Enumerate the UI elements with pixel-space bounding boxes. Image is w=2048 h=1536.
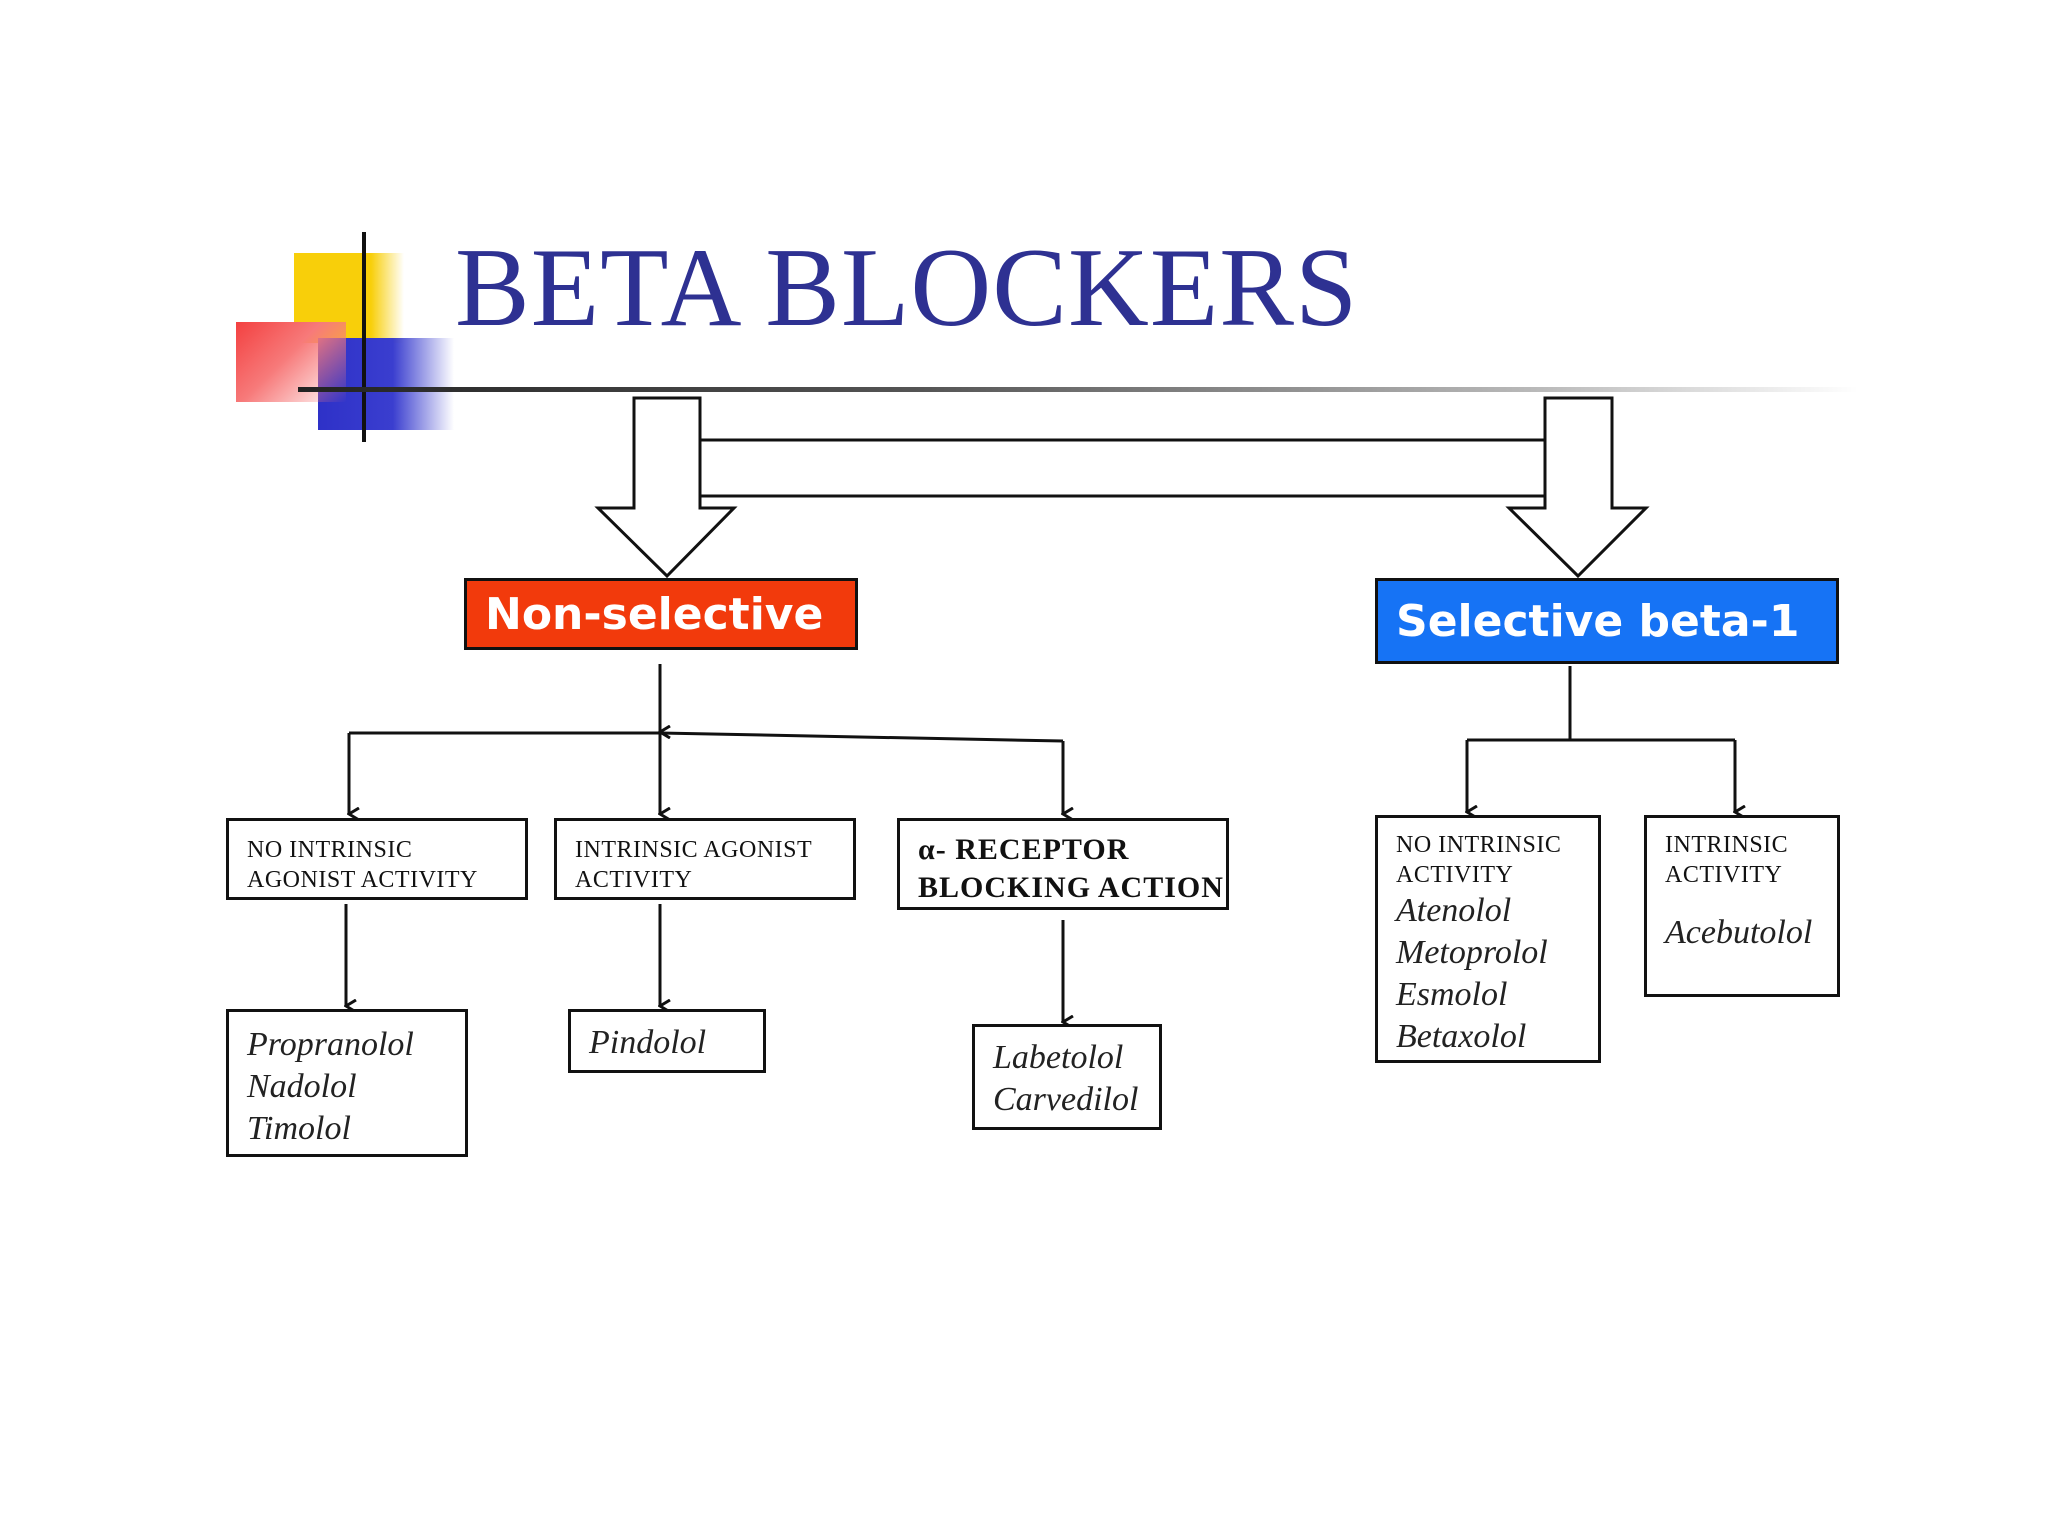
block-arrow-left bbox=[594, 396, 738, 579]
header-line: ACTIVITY bbox=[1396, 862, 1514, 888]
header-line: BLOCKING ACTION bbox=[918, 871, 1224, 904]
drug-name: Pindolol bbox=[589, 1024, 707, 1061]
header-line: AGONIST ACTIVITY bbox=[247, 867, 478, 893]
drug-name: Labetolol bbox=[993, 1039, 1124, 1076]
drug-name: Propranolol bbox=[247, 1026, 414, 1063]
drug-name: Carvedilol bbox=[993, 1081, 1139, 1118]
decor-vertical-line bbox=[362, 232, 366, 442]
drug-name: Esmolol bbox=[1396, 976, 1508, 1013]
ns-group-intrinsic-header: INTRINSIC AGONIST ACTIVITY bbox=[554, 818, 856, 900]
header-line: α- RECEPTOR bbox=[918, 833, 1130, 866]
header-line: INTRINSIC AGONIST bbox=[575, 837, 813, 863]
ns-group-no-intrinsic-header: NO INTRINSIC AGONIST ACTIVITY bbox=[226, 818, 528, 900]
sel-group-intrinsic: INTRINSIC ACTIVITY Acebutolol bbox=[1644, 815, 1840, 997]
title-underline bbox=[298, 387, 1858, 392]
slide-title: BETA BLOCKERS bbox=[455, 226, 1359, 350]
drug-name: Acebutolol bbox=[1665, 914, 1813, 951]
ns-group-alpha-header: α- RECEPTOR BLOCKING ACTION bbox=[897, 818, 1229, 910]
header-line: NO INTRINSIC bbox=[247, 837, 413, 863]
header-line: ACTIVITY bbox=[1665, 862, 1783, 888]
header-line: ACTIVITY bbox=[575, 867, 693, 893]
header-line: NO INTRINSIC bbox=[1396, 832, 1562, 858]
drug-name: Betaxolol bbox=[1396, 1018, 1527, 1055]
drug-name: Atenolol bbox=[1396, 892, 1512, 929]
ns-branch-bar bbox=[349, 731, 1064, 743]
drug-name: Timolol bbox=[247, 1110, 351, 1147]
header-line: INTRINSIC bbox=[1665, 832, 1789, 858]
ns-drugs-alpha: Labetolol Carvedilol bbox=[972, 1024, 1162, 1130]
drug-name: Nadolol bbox=[247, 1068, 357, 1105]
category-non-selective: Non-selective bbox=[464, 578, 858, 650]
ns-drugs-intrinsic: Pindolol bbox=[568, 1009, 766, 1073]
category-selective-beta1: Selective beta-1 bbox=[1375, 578, 1839, 664]
drug-name: Metoprolol bbox=[1396, 934, 1548, 971]
sel-group-no-intrinsic: NO INTRINSIC ACTIVITY Atenolol Metoprolo… bbox=[1375, 815, 1601, 1063]
block-arrow-right bbox=[1505, 396, 1650, 579]
ns-drugs-no-intrinsic: Propranolol Nadolol Timolol bbox=[226, 1009, 468, 1157]
